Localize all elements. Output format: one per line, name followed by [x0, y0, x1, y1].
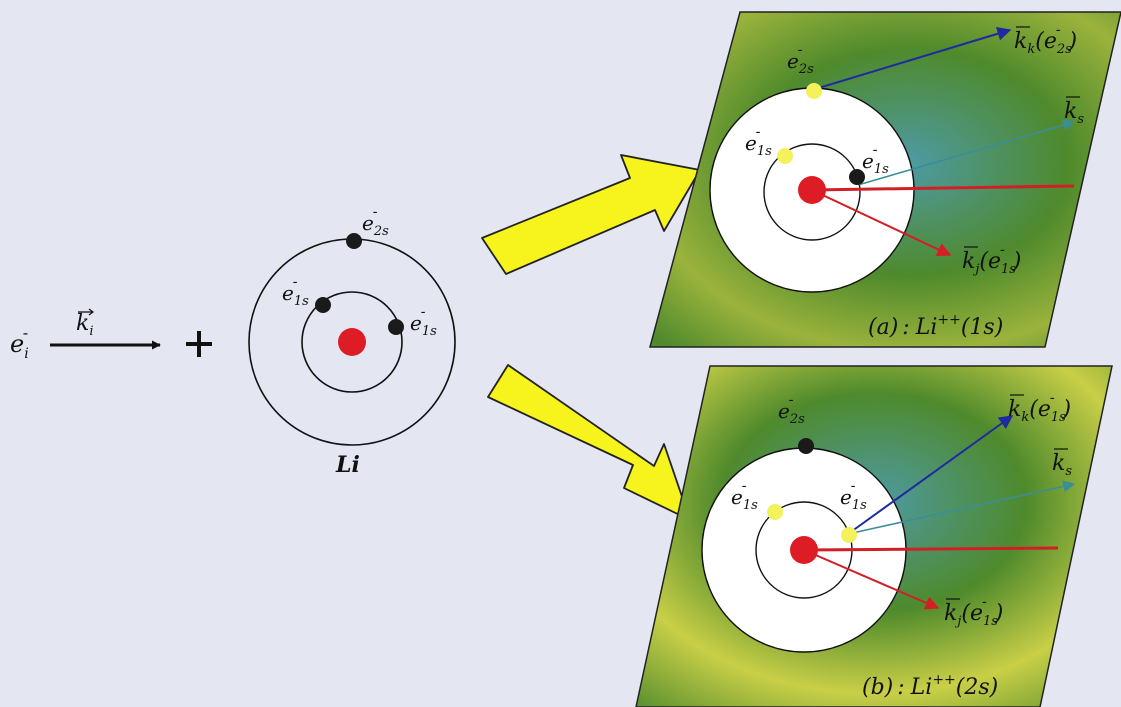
- incident-electron-label: ei-: [10, 323, 29, 362]
- lithium-atom: e2s- e1s- e1s- Li: [249, 204, 455, 478]
- big-arrow-icon: [488, 365, 690, 520]
- panel-a: e2s- e1s- e1s- kk(e2s-) ks kj(e1s-) (a):…: [650, 12, 1121, 347]
- panel-b: e2s- e1s- e1s- kk(e1s-) ks kj(e1s-) (b):…: [636, 366, 1112, 707]
- panel-b-electron-2s-icon: [798, 438, 814, 454]
- panel-a-electron-1s-yellow-icon: [777, 148, 793, 164]
- panel-b-ion-recoil-line: [804, 548, 1058, 550]
- nucleus-icon: [338, 328, 366, 356]
- electron-1s-icon: [388, 319, 404, 335]
- incident-momentum-label: ki: [76, 311, 94, 339]
- panel-a-caption: (a):Li++(1s): [868, 312, 1003, 340]
- incident-electron-group: ei- ki: [10, 309, 212, 362]
- atom-label-e1s-right: e1s-: [410, 304, 437, 339]
- atom-name: Li: [335, 452, 360, 478]
- panel-b-caption: (b):Li++(2s): [862, 672, 998, 700]
- panel-b-nucleus-icon: [790, 536, 818, 564]
- big-arrow-icon: [482, 155, 700, 274]
- plus-icon: [186, 331, 212, 357]
- panel-a-nucleus-icon: [798, 176, 826, 204]
- atom-label-e1s-left: e1s-: [282, 274, 309, 309]
- electron-1s-icon: [315, 297, 331, 313]
- panel-b-electron-1s-yellow-icon: [767, 504, 783, 520]
- electron-2s-icon: [346, 233, 362, 249]
- atom-label-e2s: e2s-: [362, 204, 389, 239]
- panel-a-ejected-2s-icon: [806, 83, 822, 99]
- panel-b-ejected-1s-icon: [841, 527, 857, 543]
